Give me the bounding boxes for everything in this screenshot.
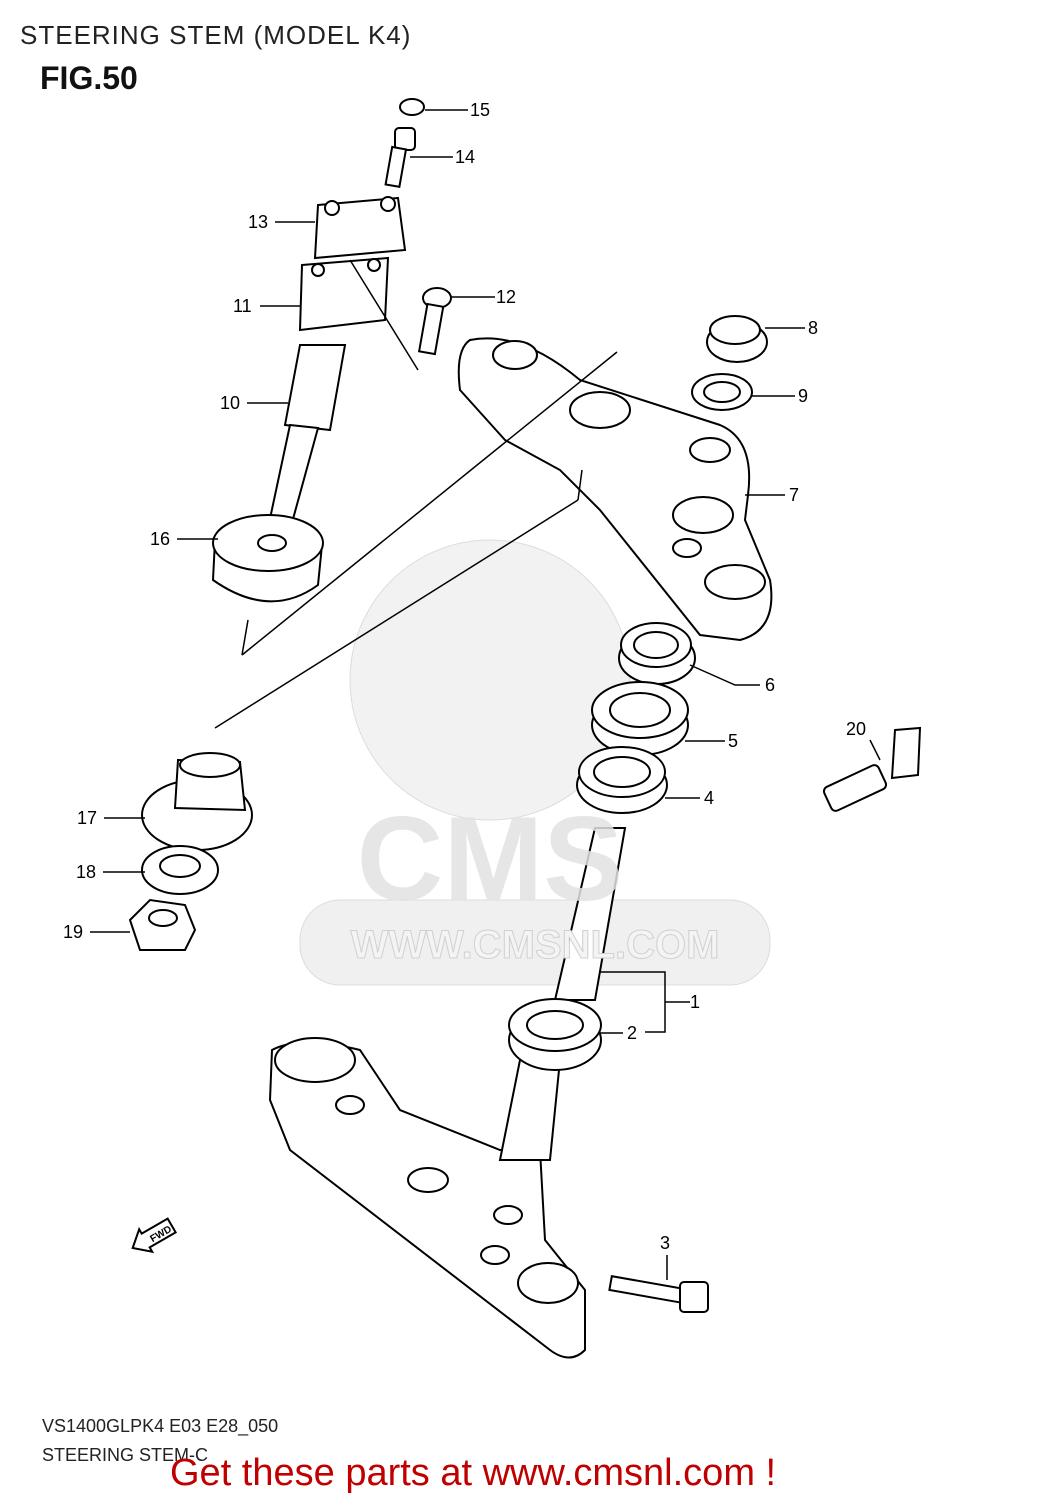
- part-8-nut[interactable]: [706, 315, 768, 363]
- part-17-bearing[interactable]: [141, 752, 253, 851]
- part-4-bearing[interactable]: [576, 746, 668, 814]
- callout-16: 16: [150, 529, 170, 549]
- diagram-name: STEERING STEM-C: [42, 1445, 209, 1465]
- callout-9: 9: [798, 386, 808, 406]
- part-11-holder-lower[interactable]: [298, 256, 390, 332]
- callout-3: 3: [660, 1233, 670, 1253]
- callout-14: 14: [455, 147, 475, 167]
- callout-12: 12: [496, 287, 516, 307]
- callout-2: 2: [627, 1023, 637, 1043]
- callout-13: 13: [248, 212, 268, 232]
- leader-lines: [90, 109, 881, 1280]
- callout-8: 8: [808, 318, 818, 338]
- part-9-washer[interactable]: [691, 373, 753, 411]
- part-16-damper[interactable]: [211, 514, 324, 603]
- part-12-bolt[interactable]: [417, 287, 452, 356]
- callout-11: 11: [233, 296, 252, 316]
- fwd-arrow-icon: FWD: [131, 1217, 178, 1254]
- callout-15: 15: [470, 100, 490, 120]
- part-2-bearing[interactable]: [508, 998, 602, 1071]
- part-15-cap[interactable]: [399, 98, 425, 116]
- callout-7: 7: [789, 485, 799, 505]
- promo-link[interactable]: Get these parts at www.cmsnl.com !: [170, 1452, 777, 1494]
- callout-20: 20: [846, 719, 866, 739]
- part-5-bearing-race[interactable]: [591, 681, 689, 756]
- part-1-steering-stem[interactable]: [268, 827, 627, 1359]
- part-10-shaft[interactable]: [266, 344, 347, 532]
- callout-labels: 1 2 3 4 5 6 7 8 9 10 11 12 13 14 15 16 1…: [63, 100, 866, 1253]
- callout-17: 17: [77, 808, 97, 828]
- part-19-nut[interactable]: [128, 898, 197, 951]
- watermark-logo: [299, 539, 771, 986]
- callout-5: 5: [728, 731, 738, 751]
- part-6-nut[interactable]: [618, 622, 696, 685]
- model-code: VS1400GLPK4 E03 E28_050: [42, 1416, 279, 1436]
- figure-number: FIG.50: [40, 60, 138, 96]
- assembly-lines: [214, 259, 618, 729]
- callout-18: 18: [76, 862, 96, 882]
- callout-10: 10: [220, 393, 240, 413]
- part-20-sensor[interactable]: [822, 726, 922, 812]
- part-7-upper-bracket[interactable]: [457, 337, 773, 642]
- callout-4: 4: [704, 788, 714, 808]
- callout-6: 6: [765, 675, 775, 695]
- part-14-bolt[interactable]: [384, 127, 416, 188]
- callout-1: 1: [690, 992, 700, 1012]
- callout-19: 19: [63, 922, 83, 942]
- part-18-washer[interactable]: [141, 845, 219, 895]
- part-13-holder-upper[interactable]: [313, 196, 407, 260]
- page-title: STEERING STEM (MODEL K4): [20, 20, 412, 50]
- part-3-bolt[interactable]: [608, 1275, 709, 1313]
